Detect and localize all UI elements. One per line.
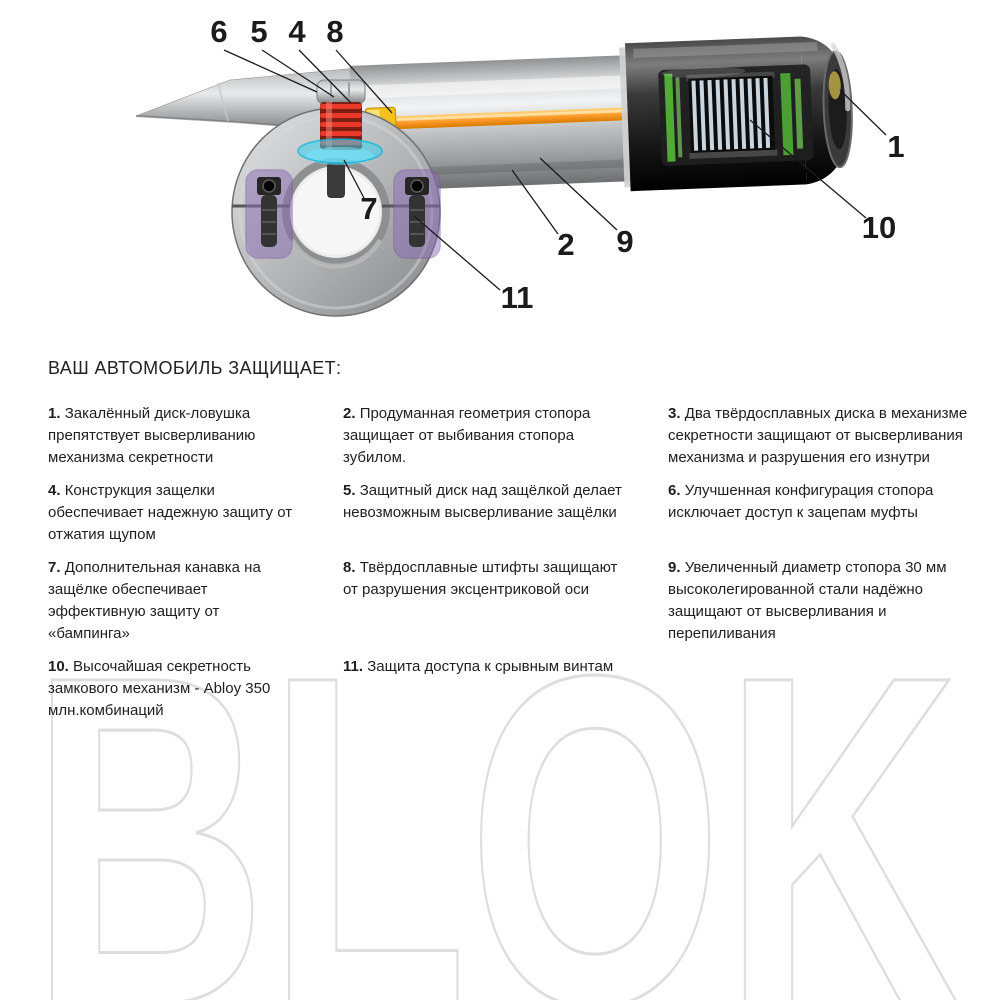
feature-number: 8. bbox=[343, 559, 356, 576]
callout-number-10: 10 bbox=[862, 210, 896, 245]
feature-text: Продуманная геометрия стопора защищает о… bbox=[343, 405, 591, 466]
feature-item-4: 4. Конструкция защелки обеспечивает наде… bbox=[48, 480, 300, 546]
feature-text: Высочайшая секретность замкового механиз… bbox=[48, 658, 271, 719]
callout-number-1: 1 bbox=[887, 129, 904, 164]
callout-number-11: 11 bbox=[501, 280, 534, 315]
feature-number: 5. bbox=[343, 482, 356, 499]
feature-number: 10. bbox=[48, 658, 69, 675]
feature-item-8: 8. Твёрдосплавные штифты защищают от раз… bbox=[343, 557, 625, 645]
feature-number: 11. bbox=[343, 658, 364, 675]
watermark-text: BLOK bbox=[30, 648, 960, 1000]
feature-text: Твёрдосплавные штифты защищают от разруш… bbox=[343, 559, 618, 598]
features-section: ВАШ АВТОМОБИЛЬ ЗАЩИЩАЕТ: 1. Закалённый д… bbox=[48, 358, 973, 722]
feature-text: Дополнительная канавка на защёлке обеспе… bbox=[48, 559, 261, 642]
feature-item-5: 5. Защитный диск над защёлкой делает нев… bbox=[343, 480, 625, 546]
feature-text: Улучшенная конфигурация стопора исключае… bbox=[668, 482, 934, 521]
end-face bbox=[822, 42, 853, 169]
feature-item-3: 3. Два твёрдосплавных диска в механизме … bbox=[668, 403, 968, 469]
feature-number: 9. bbox=[668, 559, 681, 576]
feature-text: Конструкция защелки обеспечивает надежну… bbox=[48, 482, 293, 543]
callout-number-7: 7 bbox=[360, 191, 377, 226]
feature-item-7: 7. Дополнительная канавка на защёлке обе… bbox=[48, 557, 300, 645]
feature-item-6: 6. Улучшенная конфигурация стопора исклю… bbox=[668, 480, 968, 546]
callout-number-8: 8 bbox=[326, 14, 343, 49]
feature-item-9: 9. Увеличенный диаметр стопора 30 мм выс… bbox=[668, 557, 968, 645]
shackle-bolt-left bbox=[245, 169, 293, 259]
feature-text: Два твёрдосплавных диска в механизме сек… bbox=[668, 405, 968, 466]
callout-number-9: 9 bbox=[616, 224, 633, 259]
brand-watermark: BLOK bbox=[29, 648, 962, 1000]
feature-item-1: 1. Закалённый диск-ловушка препятствует … bbox=[48, 403, 300, 469]
feature-item-2: 2. Продуманная геометрия стопора защищае… bbox=[343, 403, 625, 469]
shackle-bolt-right bbox=[393, 169, 441, 259]
device-diagram: 6 5 4 8 1 10 7 2 9 11 bbox=[135, 14, 905, 317]
feature-number: 4. bbox=[48, 482, 61, 499]
stopper-rod bbox=[391, 106, 660, 130]
callout-number-5: 5 bbox=[250, 14, 267, 49]
section-title: ВАШ АВТОМОБИЛЬ ЗАЩИЩАЕТ: bbox=[48, 358, 342, 378]
callout-number-2: 2 bbox=[557, 227, 574, 262]
center-screw bbox=[327, 162, 345, 198]
features-grid: 1. Закалённый диск-ловушка препятствует … bbox=[48, 403, 973, 722]
feature-text: Закалённый диск-ловушка препятствует выс… bbox=[48, 405, 256, 466]
feature-number: 1. bbox=[48, 405, 61, 422]
feature-text: Увеличенный диаметр стопора 30 мм высоко… bbox=[668, 559, 947, 642]
groove-disc bbox=[297, 138, 383, 165]
feature-text: Защита доступа к срывным винтам bbox=[367, 658, 614, 675]
clamp-collar bbox=[231, 107, 441, 317]
feature-text: Защитный диск над защёлкой делает невозм… bbox=[343, 482, 622, 521]
feature-number: 3. bbox=[668, 405, 681, 422]
disc-pack bbox=[686, 71, 778, 159]
callout-lines bbox=[223, 49, 887, 291]
lock-mechanism-cutaway bbox=[658, 64, 814, 166]
feature-number: 7. bbox=[48, 559, 61, 576]
callout-number-6: 6 bbox=[210, 14, 227, 49]
feature-item-11: 11. Защита доступа к срывным винтам bbox=[343, 656, 625, 722]
feature-number: 6. bbox=[668, 482, 681, 499]
feature-number: 2. bbox=[343, 405, 356, 422]
callout-number-4: 4 bbox=[288, 14, 306, 49]
feature-item-10: 10. Высочайшая секретность замкового мех… bbox=[48, 656, 300, 722]
